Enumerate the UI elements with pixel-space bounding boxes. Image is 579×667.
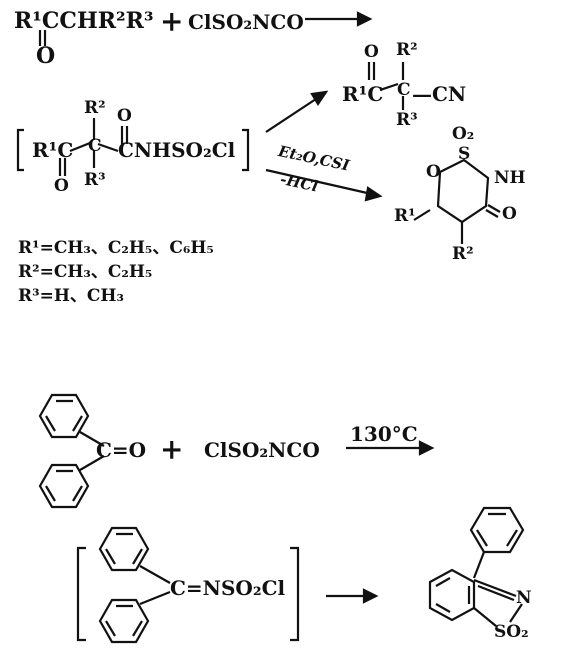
intermediate-right-oxygen: O [117, 106, 132, 126]
product-n-label: N [516, 588, 532, 608]
reaction-arrow-5-head [362, 588, 379, 604]
plus-sign-1: + [160, 5, 184, 38]
reaction-arrow-3-head [364, 186, 383, 202]
ring-bond-r1 [413, 209, 431, 221]
reaction-arrow-2-head [310, 90, 329, 107]
intermediate-r2-label: R² [84, 98, 106, 118]
intermediate-r3-label: R³ [84, 170, 106, 190]
imine-bracket-right [290, 546, 300, 642]
imine-group-label: C=NSO₂Cl [170, 576, 286, 600]
product-phenyl-ring [469, 506, 525, 554]
ring-r2-label: R² [452, 244, 474, 264]
product-benzo-db-b [435, 603, 451, 613]
phenyl-top-1-db-c [45, 415, 56, 432]
product-benzo-ring [428, 568, 476, 622]
ring-sulfur-label: S [458, 144, 471, 164]
ring-carbonyl-oxygen: O [502, 204, 517, 224]
imine-bond-top [139, 565, 171, 584]
benzophenone-bond-top [79, 431, 105, 447]
imine-bracket-left [76, 546, 86, 642]
temperature-label: 130°C [350, 422, 418, 446]
benzophenone-bond-bottom [79, 455, 105, 471]
ring-oxygen-label: O [426, 162, 441, 182]
product-cn-double-2 [477, 584, 515, 602]
plus-sign-2: + [160, 433, 184, 466]
product-phenyl-db-b [506, 529, 518, 547]
ring-nh-label: NH [494, 168, 526, 188]
intermediate-left-group: R¹C [32, 138, 74, 162]
ring-so2-oxygens: O₂ [452, 124, 475, 144]
benzophenone-co-label: C=O [96, 438, 147, 462]
intermediate-center-carbon: C [88, 136, 102, 156]
intermediate-left-oxygen: O [54, 176, 69, 196]
product-ns-bond [509, 603, 523, 623]
ring-co-1 [487, 204, 501, 213]
phenyl-top-2-db-b [132, 548, 143, 565]
reaction-arrow-3 [265, 168, 377, 197]
phenyl-top-1-db-b [72, 415, 83, 432]
phenyl-bottom-2-db-b [132, 620, 143, 637]
phenyl-ring-top-1 [38, 393, 90, 439]
definition-r3: R³=H、CH₃ [18, 286, 124, 306]
product-cn-double-1 [473, 578, 517, 598]
nitrile-oxygen-label: O [364, 42, 379, 62]
definition-r2: R²=CH₃、C₂H₅ [18, 262, 153, 282]
phenyl-bottom-2-db-c [105, 620, 116, 637]
ring-r1-label: R¹ [394, 206, 416, 226]
csi-reagent-label-2: ClSO₂NCO [204, 438, 320, 462]
ring-co-2 [485, 209, 499, 218]
imine-bond-bottom [139, 590, 171, 606]
reaction-arrow-1-head [356, 11, 373, 27]
product-phenyl-db-c [476, 529, 488, 547]
reaction-arrow-4-head [418, 440, 435, 456]
product-cs-bond [473, 607, 497, 627]
phenyl-top-2-db-c [105, 548, 116, 565]
phenyl-ring-bottom-1 [38, 463, 90, 509]
nitrile-bond-left [379, 82, 399, 92]
product-benzo-db-a [435, 577, 451, 587]
nitrile-r2-label: R² [396, 40, 418, 60]
nitrile-left-group: R¹C [342, 82, 384, 106]
product-so2-label: SO₂ [494, 622, 529, 642]
nitrile-group-label: —CN [412, 82, 467, 106]
phenyl-bottom-1-db-b [72, 485, 83, 502]
intermediate-bracket-right [242, 128, 250, 172]
csi-reagent-label-1: ClSO₂NCO [188, 10, 304, 34]
nitrile-r3-label: R³ [396, 110, 418, 130]
phenyl-ring-bottom-2 [98, 598, 150, 644]
intermediate-right-group: CNHSO₂Cl [118, 138, 236, 162]
reaction-arrow-2 [265, 94, 323, 133]
product-phenyl-link [472, 551, 486, 579]
ketone-oxygen-label: O [36, 43, 56, 69]
intermediate-bracket-left [16, 128, 24, 172]
intermediate-bond-right [97, 142, 119, 153]
phenyl-ring-top-2 [98, 526, 150, 572]
oxathiazinone-ring [436, 158, 490, 224]
ketone-reactant-label: R¹CCHR²R³ [14, 8, 154, 34]
intermediate-bond-left [69, 141, 91, 153]
phenyl-bottom-1-db-c [45, 485, 56, 502]
definition-r1: R¹=CH₃、C₂H₅、C₆H₅ [18, 238, 214, 258]
nitrile-center-carbon: C [397, 80, 411, 100]
